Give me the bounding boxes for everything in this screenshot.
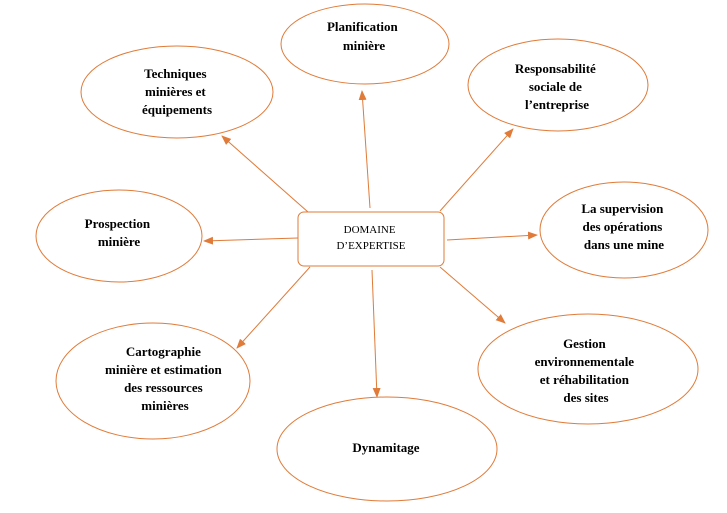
- arrow-to-techniques: [221, 135, 309, 213]
- node-techniques-shape: [80, 45, 274, 139]
- arrow-to-cartographie: [236, 266, 311, 349]
- connectors: [203, 90, 538, 398]
- node-label-line: équipements: [142, 102, 212, 117]
- center-label: DOMAINE D’EXPERTISE: [336, 224, 405, 252]
- node-cartographie-label: Cartographie minière et estimation des r…: [105, 344, 225, 413]
- node-label-line: Gestion: [563, 336, 606, 351]
- node-label-line: Responsabilité: [515, 61, 596, 76]
- node-label-line: environnementale: [535, 354, 635, 369]
- node-planification-label: Planification minière: [327, 19, 401, 53]
- node-label-line: minières et: [145, 84, 206, 99]
- node-label-line: Dynamitage: [352, 440, 419, 455]
- node-label-line: Prospection: [85, 216, 151, 231]
- node-label-line: Techniques: [144, 66, 206, 81]
- node-dynamitage-shape: [276, 396, 498, 502]
- arrow-to-supervision: [446, 231, 538, 241]
- node-label-line: des opérations: [582, 219, 662, 234]
- node-planification-shape: [280, 3, 450, 85]
- arrow-to-prospection: [203, 236, 299, 245]
- center-box: [297, 211, 445, 267]
- node-responsabilite-shape: [467, 38, 649, 132]
- center-label-line: DOMAINE: [344, 224, 396, 236]
- node-label-line: l’entreprise: [525, 97, 589, 112]
- node-label-line: Cartographie: [126, 344, 201, 359]
- node-shapes: [35, 3, 709, 502]
- node-gestion-label: Gestion environnementale et réhabilitati…: [535, 336, 638, 405]
- node-responsabilite-label: Responsabilité sociale de l’entreprise: [515, 61, 599, 112]
- node-label-line: des ressources: [124, 380, 203, 395]
- node-label-line: minière: [343, 38, 386, 53]
- node-label-line: minière: [98, 234, 141, 249]
- node-dynamitage-label: Dynamitage: [352, 440, 419, 455]
- node-gestion-shape: [477, 313, 699, 425]
- node-label-line: Planification: [327, 19, 399, 34]
- arrow-to-dynamitage: [371, 269, 381, 398]
- node-supervision-shape: [539, 181, 709, 279]
- arrow-to-responsabilite: [439, 128, 514, 212]
- node-supervision-label: La supervision des opérations dans une m…: [581, 201, 666, 252]
- center-label-line: D’EXPERTISE: [336, 240, 405, 252]
- node-label-line: minières: [141, 398, 188, 413]
- arrow-to-planification: [358, 90, 371, 209]
- node-prospection-label: Prospection minière: [85, 216, 154, 249]
- node-cartographie-shape: [55, 322, 251, 440]
- node-label-line: La supervision: [581, 201, 664, 216]
- node-label-line: et réhabilitation: [540, 372, 630, 387]
- node-label-line: dans une mine: [584, 237, 664, 252]
- node-label-line: sociale de: [529, 79, 582, 94]
- node-techniques-label: Techniques minières et équipements: [142, 66, 212, 117]
- arrow-to-gestion: [439, 266, 506, 324]
- node-prospection-shape: [35, 189, 203, 283]
- node-label-line: des sites: [563, 390, 608, 405]
- node-label-line: minière et estimation: [105, 362, 222, 377]
